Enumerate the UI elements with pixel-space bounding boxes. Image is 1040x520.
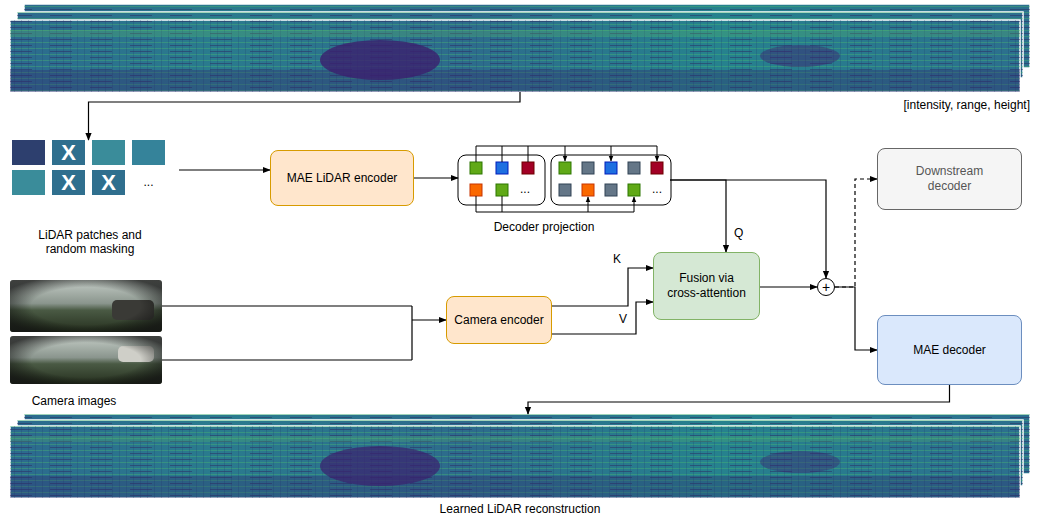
patch-tile [92,140,125,165]
ellipsis: ... [513,182,537,196]
decoder-box: MAE decoder [877,315,1022,385]
token-wire [476,146,657,162]
image-caption: Camera images [10,394,138,408]
object-silhouette [760,451,840,473]
patch-tile [92,170,125,195]
image-texture [10,20,1020,92]
sum-node: + [817,278,835,296]
box-label: Downstream decoder [910,164,990,194]
image-vignette [10,336,162,384]
patch-tile [52,140,85,165]
token [582,162,594,174]
edge-label: Q [732,226,745,240]
image-texture [10,20,1020,92]
flow-arrow [528,385,950,414]
mask-mark: X [52,170,85,195]
token-arrow [588,197,589,212]
decoder-projection-tokens [458,146,671,212]
image-layer [10,426,1020,498]
token [605,184,617,196]
ellipsis: ... [645,182,669,196]
flow-arrow [835,287,877,350]
image-caption: Learned LiDAR reconstruction [10,502,1030,516]
token [559,162,571,174]
token-arrow [634,197,635,212]
camera-images: Camera images [10,280,162,384]
token-group [551,155,671,205]
encoder-box: Camera encoder [446,296,552,344]
token-arrow [657,146,658,161]
decoder-projection: Decoder projection [458,152,670,208]
patch-tile [132,140,165,165]
flow-arrow [552,268,653,306]
image-band [10,30,1020,36]
camera-image [10,336,162,384]
encoder-box: MAE LiDAR encoder [270,150,414,206]
token [628,162,640,174]
ellipsis: ... [132,175,165,189]
camera-image [10,280,162,332]
box-label: MAE decoder [913,343,986,358]
flow-arrow [89,92,521,140]
lidar-range-image [10,4,1030,92]
token [470,162,482,174]
edge-label: K [611,252,623,266]
image-layer [10,20,1020,92]
lidar-input-image: [intensity, range, height] [10,4,1030,92]
image-band [10,436,1020,442]
mask-mark: X [92,170,125,195]
box-label: Fusion via cross-attention [663,271,751,301]
lidar-reconstruction: Learned LiDAR reconstruction [10,414,1030,498]
patch-tile [12,170,45,195]
image-band [10,70,1020,92]
token [605,162,617,174]
token [651,162,663,174]
decoder-box: Downstream decoder [877,148,1022,210]
token [496,184,508,196]
car-silhouette [320,446,440,486]
object-silhouette [760,45,840,67]
camera-images [10,280,162,384]
box-label: + [822,280,830,294]
token [496,162,508,174]
token [582,184,594,196]
lidar-patches [12,140,165,195]
image-vignette [10,280,162,332]
token-arrow [565,146,566,161]
image-band [10,476,1020,498]
image-caption: [intensity, range, height] [860,98,1030,112]
flow-arrow [670,180,726,252]
patch-tile [52,170,85,195]
image-caption: LiDAR patches and random masking [30,228,150,256]
image-texture [10,426,1020,498]
dashed-arrow [835,179,877,287]
lidar-patches: LiDAR patches and random masking [12,140,165,195]
token [522,162,534,174]
flow-arrow [552,302,653,334]
mask-mark: X [52,140,85,165]
box-label: MAE LiDAR encoder [287,171,398,186]
image-caption: Decoder projection [438,220,650,234]
box-label: Camera encoder [454,313,543,328]
patch-tile [12,140,45,165]
car-silhouette [320,40,440,80]
lidar-reconstruction-image [10,414,1030,498]
flow-arrow [414,177,458,178]
fusion-box: Fusion via cross-attention [653,252,760,320]
image-texture [10,426,1020,498]
token-arrow [611,146,612,161]
token [470,184,482,196]
token [628,184,640,196]
token-wire [476,196,634,212]
flow-arrow [760,286,817,287]
edge-label: V [617,312,629,326]
flow-arrow [162,306,446,360]
flow-arrow [179,169,270,170]
token [559,184,571,196]
